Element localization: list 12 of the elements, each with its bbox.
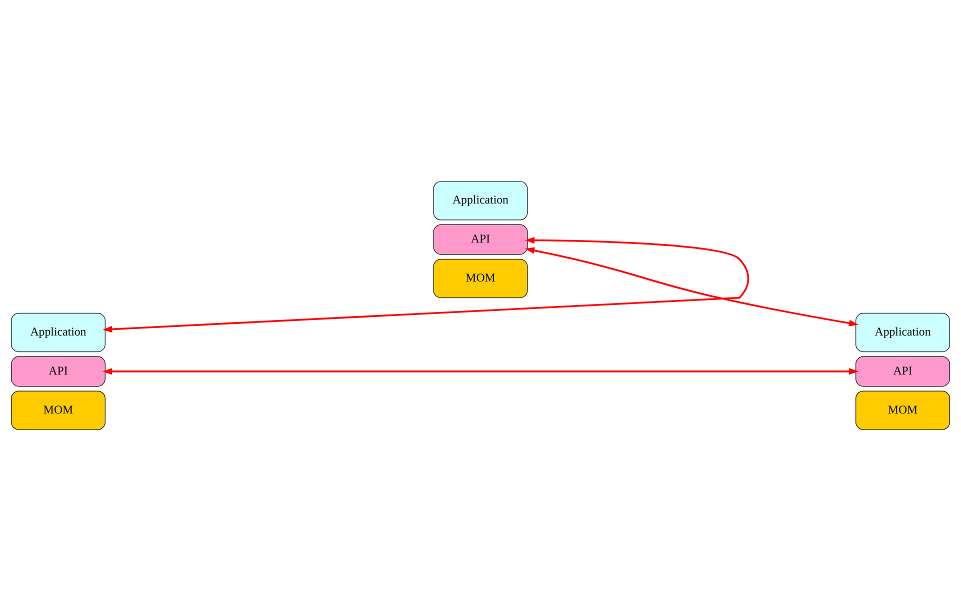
node-box: Application bbox=[11, 312, 106, 352]
node-box: API bbox=[433, 224, 528, 254]
node-box: MOM bbox=[11, 390, 106, 430]
node-box: MOM bbox=[433, 258, 528, 298]
node-box: API bbox=[856, 356, 950, 386]
node-box: Application bbox=[433, 180, 528, 220]
arrow bbox=[102, 236, 749, 332]
node-box: MOM bbox=[856, 390, 950, 430]
arrow bbox=[525, 246, 858, 326]
node-box: API bbox=[11, 356, 106, 386]
node-box: Application bbox=[856, 312, 950, 352]
arrow bbox=[102, 368, 859, 374]
